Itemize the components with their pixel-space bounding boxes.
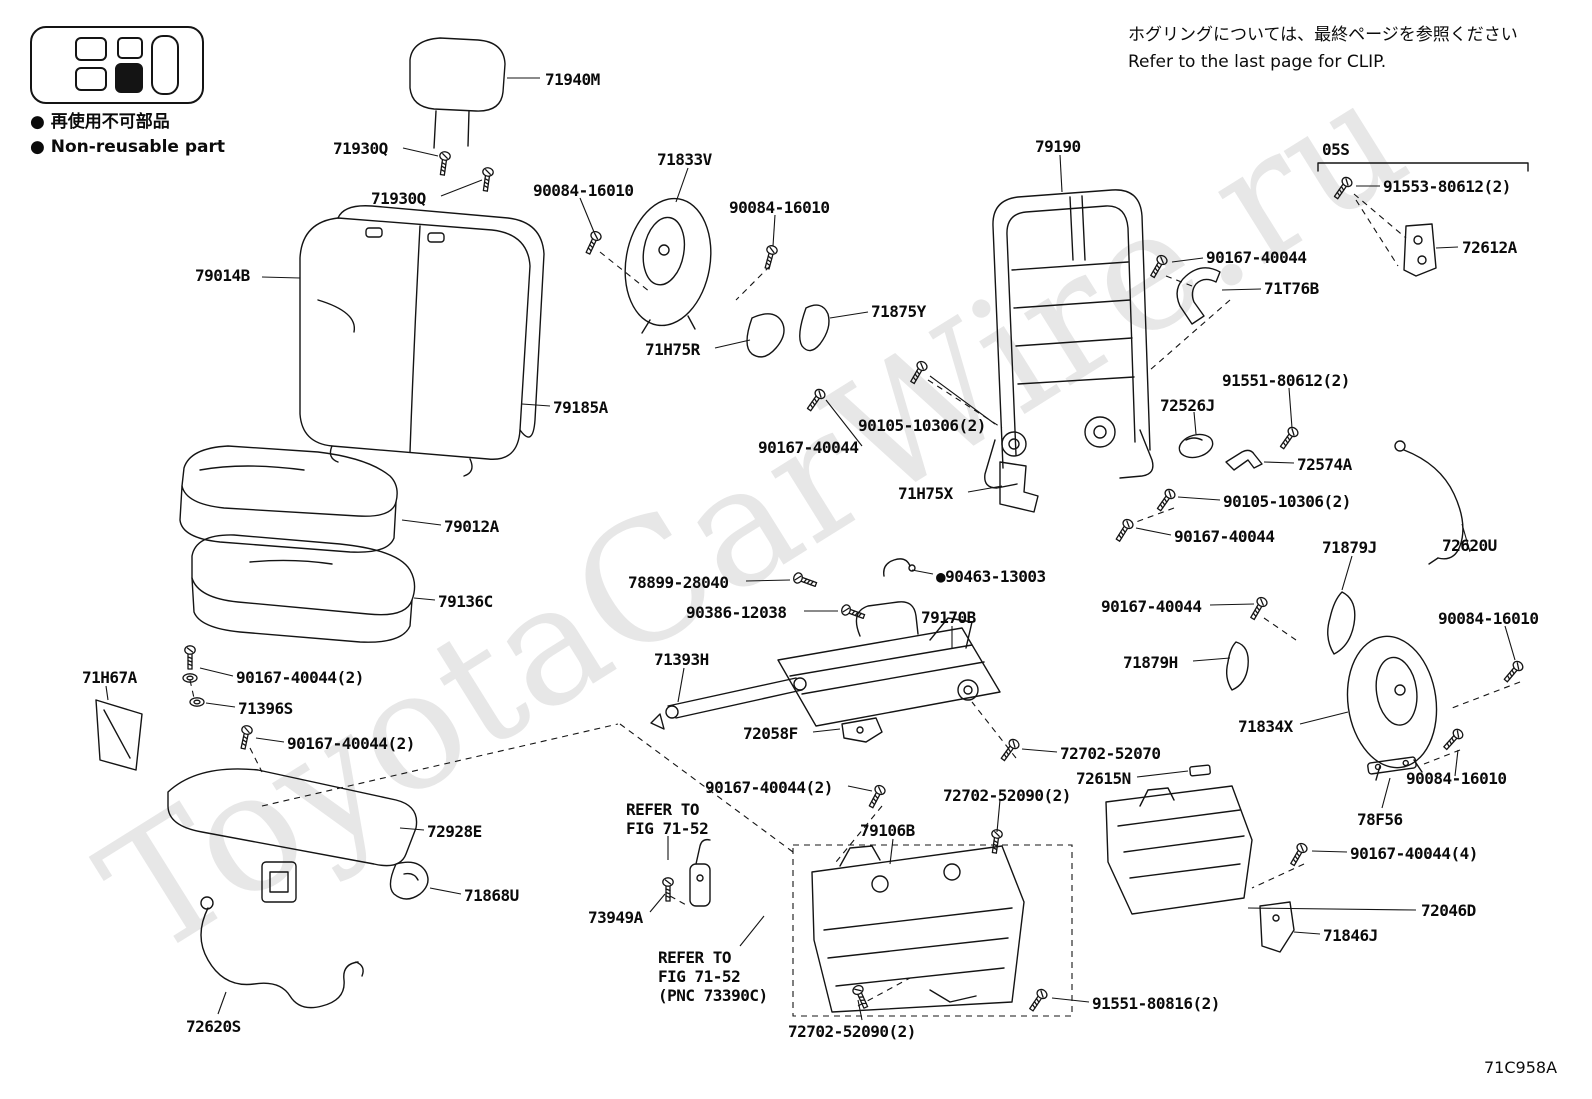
part-label-90463-13003: ●90463-13003 — [936, 567, 1046, 586]
part-label-72058f: 72058F — [743, 724, 798, 743]
part-label-90084-16010: 90084-16010 — [1438, 609, 1539, 628]
part-label-90084-16010: 90084-16010 — [1406, 769, 1507, 788]
part-label-72615n: 72615N — [1076, 769, 1131, 788]
legend-nonreusable-en: ● Non-reusable part — [30, 136, 226, 157]
part-label-91553-80612-2: 91553-80612(2) — [1383, 177, 1511, 196]
part-label-71396s: 71396S — [238, 699, 293, 718]
part-label-79136c: 79136C — [438, 592, 493, 611]
legend: ● 再使用不可部品 ● Non-reusable part — [28, 24, 225, 159]
part-label-79106b: 79106B — [860, 821, 915, 840]
drawing-code: 71C958A — [1484, 1058, 1558, 1077]
part-label-72574a: 72574A — [1297, 455, 1352, 474]
part-label-71h67a: 71H67A — [82, 668, 137, 687]
part-label-71h75x: 71H75X — [898, 484, 953, 503]
part-label-72702-52090-2: 72702-52090(2) — [943, 786, 1071, 805]
part-label-72612a: 72612A — [1462, 238, 1517, 257]
part-label-71393h: 71393H — [654, 650, 709, 669]
part-label-90167-40044: 90167-40044 — [758, 438, 859, 457]
part-label-79190: 79190 — [1035, 137, 1081, 156]
part-label-90084-16010: 90084-16010 — [533, 181, 634, 200]
part-label-71833v: 71833V — [657, 150, 712, 169]
part-label-90167-40044-2: 90167-40044(2) — [236, 668, 364, 687]
part-label-73949a: 73949A — [588, 908, 643, 927]
part-label-71846j: 71846J — [1323, 926, 1378, 945]
part-label-72928e: 72928E — [427, 822, 482, 841]
part-label-72702-52070: 72702-52070 — [1060, 744, 1161, 763]
part-label-79014b: 79014B — [195, 266, 250, 285]
legend-nonreusable-jp: ● 再使用不可部品 — [30, 112, 170, 132]
part-label-79012a: 79012A — [444, 517, 499, 536]
part-label-90105-10306-2: 90105-10306(2) — [1223, 492, 1351, 511]
part-label-refer-to-fig-71-52: REFER TO FIG 71-52 — [626, 800, 709, 839]
part-label-05s: 05S — [1322, 140, 1350, 159]
part-label-79170b: 79170B — [921, 608, 976, 627]
part-label-90167-40044-2: 90167-40044(2) — [705, 778, 833, 797]
seat-parts-art — [95, 37, 1529, 1013]
part-label-90167-40044: 90167-40044 — [1206, 248, 1307, 267]
part-label-71875y: 71875Y — [871, 302, 926, 321]
clip-note-jp: ホグリングについては、最終ページを参照ください — [1128, 25, 1518, 45]
clip-note-en: Refer to the last page for CLIP. — [1128, 52, 1387, 73]
part-label-90105-10306-2: 90105-10306(2) — [858, 416, 986, 435]
part-label-90167-40044-4: 90167-40044(4) — [1350, 844, 1478, 863]
part-label-71868u: 71868U — [464, 886, 519, 905]
part-label-71h75r: 71H75R — [645, 340, 700, 359]
part-label-78899-28040: 78899-28040 — [628, 573, 729, 592]
part-label-90167-40044: 90167-40044 — [1174, 527, 1275, 546]
part-label-71940m: 71940M — [545, 70, 600, 89]
part-label-79185a: 79185A — [553, 398, 608, 417]
part-label-71879j: 71879J — [1322, 538, 1377, 557]
part-label-71834x: 71834X — [1238, 717, 1293, 736]
part-label-71930q: 71930Q — [371, 189, 426, 208]
part-label-90386-12038: 90386-12038 — [686, 603, 787, 622]
part-label-91551-80612-2: 91551-80612(2) — [1222, 371, 1350, 390]
part-label-refer-to-fig-71-52-pnc-73390c: REFER TO FIG 71-52 (PNC 73390C) — [658, 948, 768, 1006]
part-label-90084-16010: 90084-16010 — [729, 198, 830, 217]
part-label-72526j: 72526J — [1160, 396, 1215, 415]
dashed-lines — [189, 193, 1521, 1017]
part-label-72702-52090-2: 72702-52090(2) — [788, 1022, 916, 1041]
part-label-90167-40044: 90167-40044 — [1101, 597, 1202, 616]
part-label-71879h: 71879H — [1123, 653, 1178, 672]
part-label-91551-80816-2: 91551-80816(2) — [1092, 994, 1220, 1013]
part-label-72620u: 72620U — [1442, 536, 1497, 555]
seat-layout-icon — [30, 26, 204, 104]
part-label-72046d: 72046D — [1421, 901, 1476, 920]
part-label-78f56: 78F56 — [1357, 810, 1403, 829]
clip-note: ホグリングについては、最終ページを参照ください Refer to the las… — [1128, 22, 1518, 76]
part-label-72620s: 72620S — [186, 1017, 241, 1036]
part-label-90167-40044-2: 90167-40044(2) — [287, 734, 415, 753]
part-label-71930q: 71930Q — [333, 139, 388, 158]
part-label-71t76b: 71T76B — [1264, 279, 1319, 298]
